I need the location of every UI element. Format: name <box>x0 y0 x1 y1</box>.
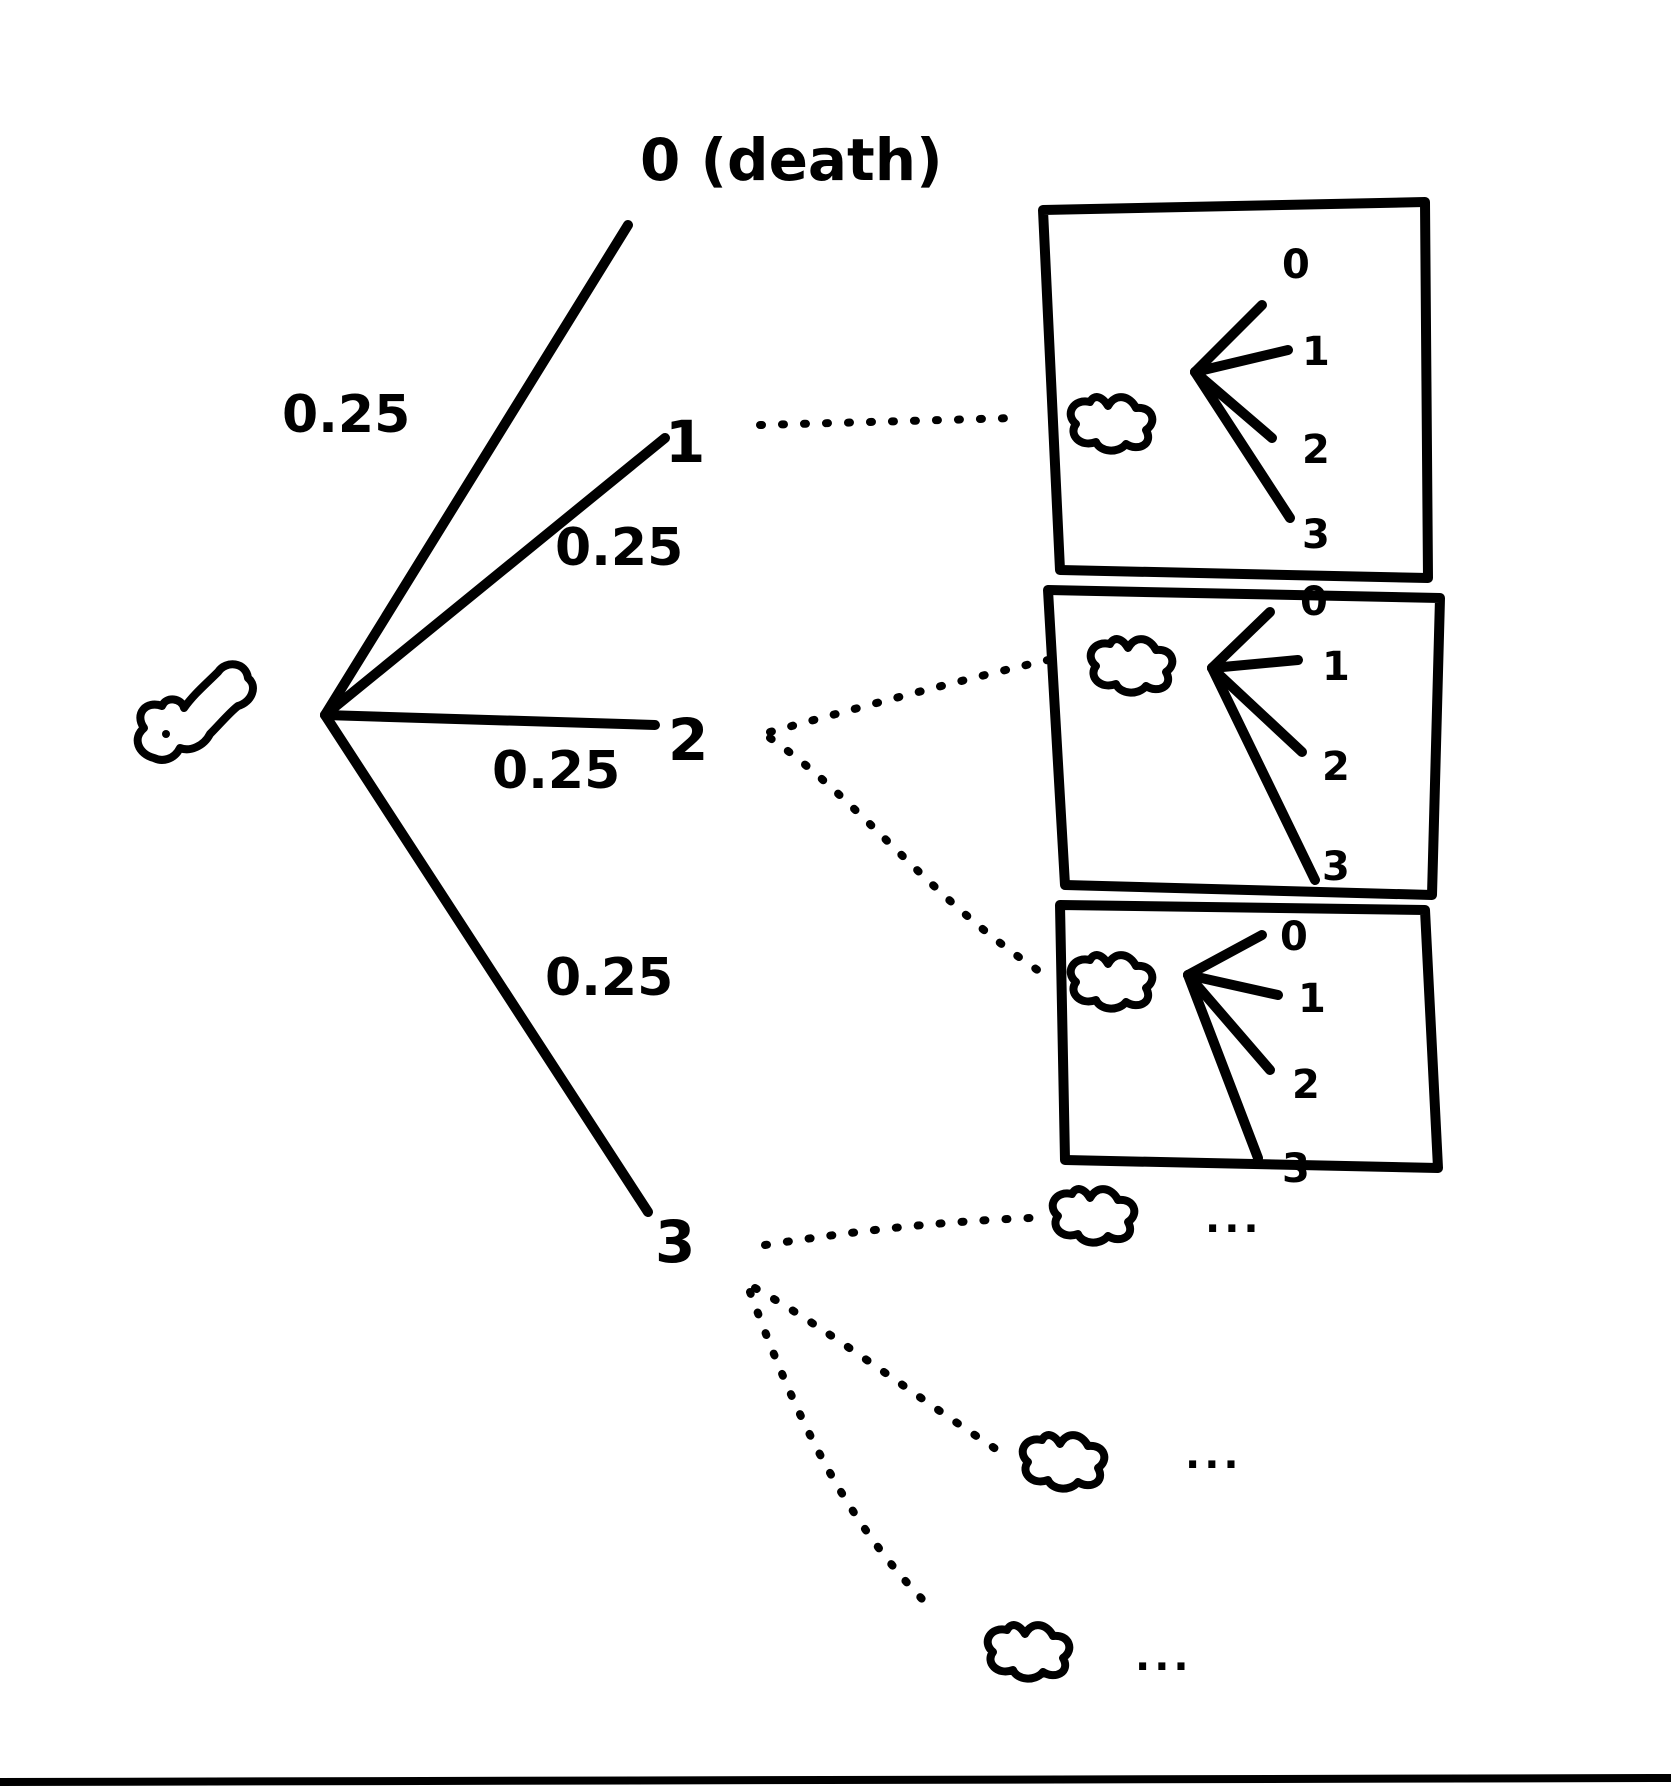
branch-outcome-0 <box>320 220 633 720</box>
probability-label-2: 0.25 <box>492 741 620 801</box>
subtree-box-2: 0 1 2 3 <box>1043 579 1445 900</box>
ellipsis-2: ... <box>1185 1432 1243 1478</box>
root-branches <box>320 220 670 1217</box>
subtree-1-label-1: 1 <box>1302 329 1330 375</box>
probability-label-3: 0.25 <box>545 948 673 1008</box>
outcome-label-2: 2 <box>668 706 708 774</box>
subtree-2-label-1: 1 <box>1322 644 1350 690</box>
subtree-2-label-0: 0 <box>1300 579 1328 625</box>
bacterium-icon-lower-3: ... <box>988 1625 1193 1680</box>
subtree-3-label-2: 2 <box>1292 1062 1320 1108</box>
outcome-label-0: 0 (death) <box>640 126 943 194</box>
subtree-box-3: 0 1 2 3 <box>1055 900 1443 1192</box>
subtree-box-1: 0 1 2 3 <box>1038 197 1433 583</box>
subtree-1-label-0: 0 <box>1282 242 1310 288</box>
subtree-2-label-2: 2 <box>1322 744 1350 790</box>
bacterium-icon-lower-2: ... <box>1023 1432 1243 1489</box>
bacterium-icon-lower-1: ... <box>1053 1189 1263 1243</box>
ellipsis-1: ... <box>1205 1196 1263 1242</box>
probability-label-0: 0.25 <box>282 385 410 445</box>
subtree-1-label-3: 3 <box>1302 512 1330 558</box>
subtree-3-label-1: 1 <box>1298 976 1326 1022</box>
subtree-1-label-2: 2 <box>1302 427 1330 473</box>
root-bacterium-icon <box>138 664 253 760</box>
branch-outcome-1 <box>320 433 670 720</box>
branch-outcome-2 <box>320 710 660 730</box>
subtree-3-label-0: 0 <box>1280 914 1308 960</box>
ellipsis-3: ... <box>1135 1634 1193 1680</box>
probability-label-1: 0.25 <box>555 518 683 578</box>
dotted-connectors <box>746 414 1052 1616</box>
outcome-label-3: 3 <box>655 1208 695 1276</box>
outcome-label-1: 1 <box>665 408 705 476</box>
subtree-2-label-3: 3 <box>1322 844 1350 890</box>
subtree-3-label-3: 3 <box>1282 1146 1310 1192</box>
branch-outcome-3 <box>320 710 653 1217</box>
page-edge-line <box>0 1774 1671 1786</box>
